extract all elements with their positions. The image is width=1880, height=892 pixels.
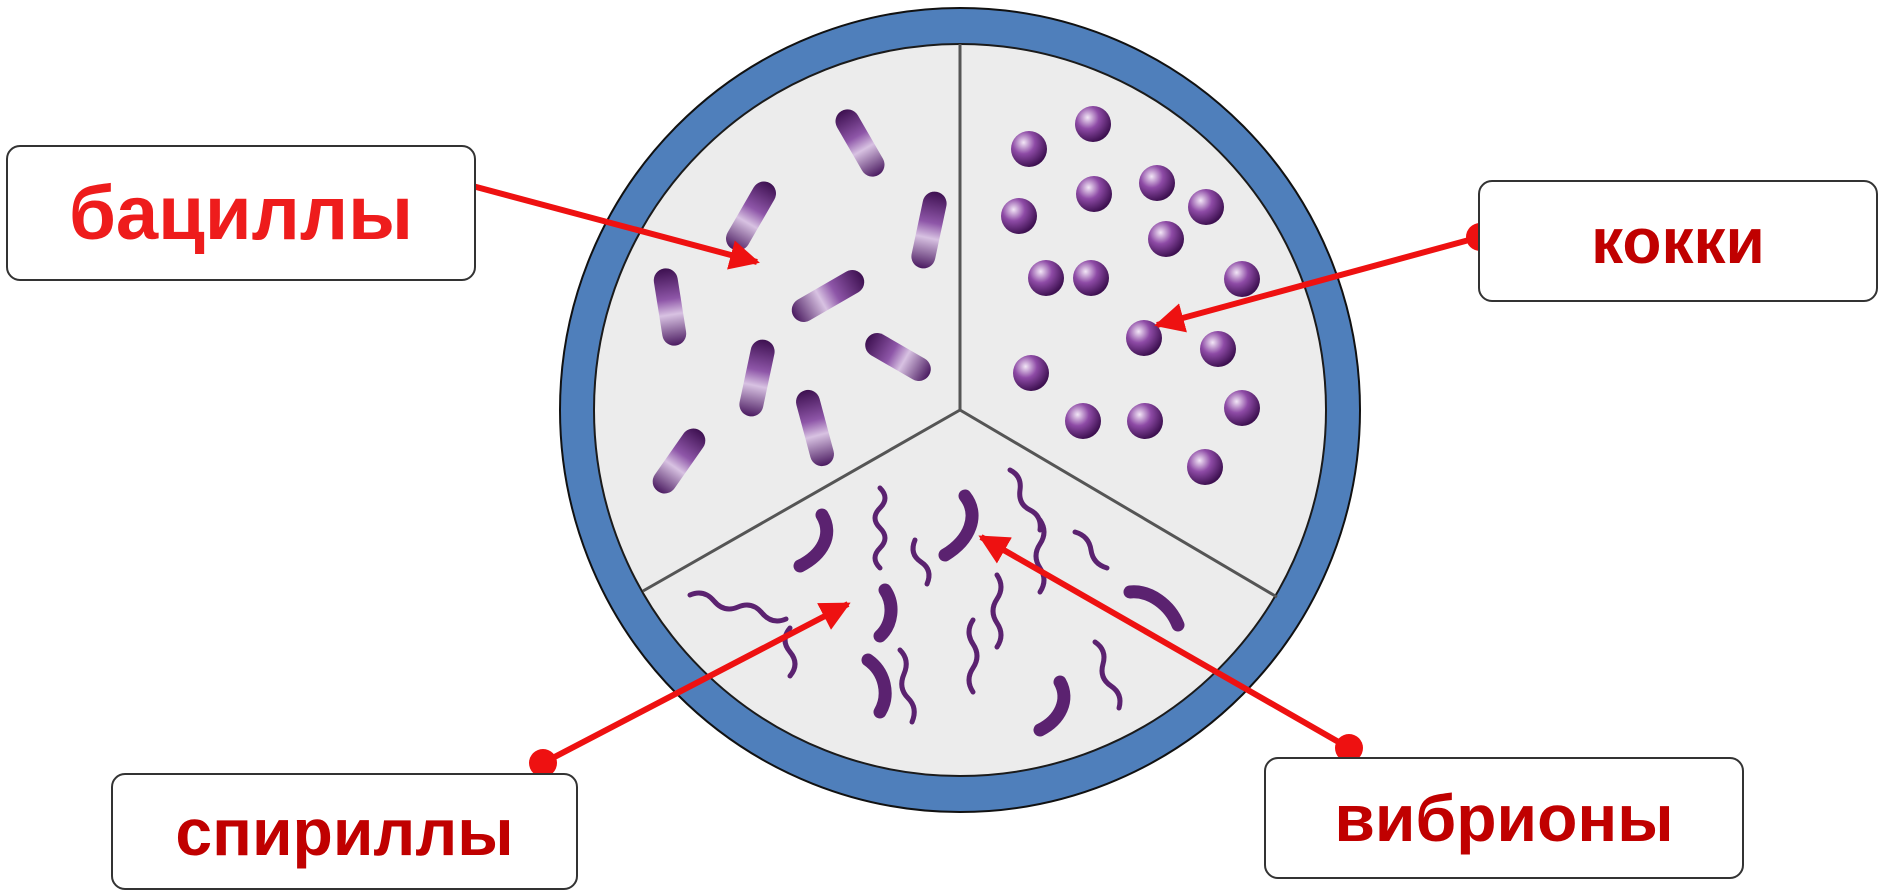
coccus-sphere-icon xyxy=(1148,221,1184,257)
coccus-sphere-icon xyxy=(1075,106,1111,142)
label-bacilli: бациллы xyxy=(6,145,476,281)
coccus-sphere-icon xyxy=(1073,260,1109,296)
coccus-sphere-icon xyxy=(1013,355,1049,391)
coccus-sphere-icon xyxy=(1139,165,1175,201)
coccus-sphere-icon xyxy=(1187,449,1223,485)
coccus-sphere-icon xyxy=(1224,261,1260,297)
label-bacilli-text: бациллы xyxy=(69,170,413,257)
coccus-sphere-icon xyxy=(1126,320,1162,356)
coccus-sphere-icon xyxy=(1028,260,1064,296)
label-vibrio: вибрионы xyxy=(1264,757,1744,879)
coccus-sphere-icon xyxy=(1011,131,1047,167)
coccus-sphere-icon xyxy=(1127,403,1163,439)
coccus-sphere-icon xyxy=(1065,403,1101,439)
coccus-sphere-icon xyxy=(1224,390,1260,426)
coccus-sphere-icon xyxy=(1001,198,1037,234)
coccus-sphere-icon xyxy=(1076,176,1112,212)
label-spirilla: спириллы xyxy=(111,773,578,890)
coccus-sphere-icon xyxy=(1200,331,1236,367)
coccus-sphere-icon xyxy=(1188,189,1224,225)
label-cocci-text: кокки xyxy=(1591,204,1765,278)
label-spirilla-text: спириллы xyxy=(175,794,513,870)
label-vibrio-text: вибрионы xyxy=(1334,780,1673,856)
label-cocci: кокки xyxy=(1478,180,1878,302)
